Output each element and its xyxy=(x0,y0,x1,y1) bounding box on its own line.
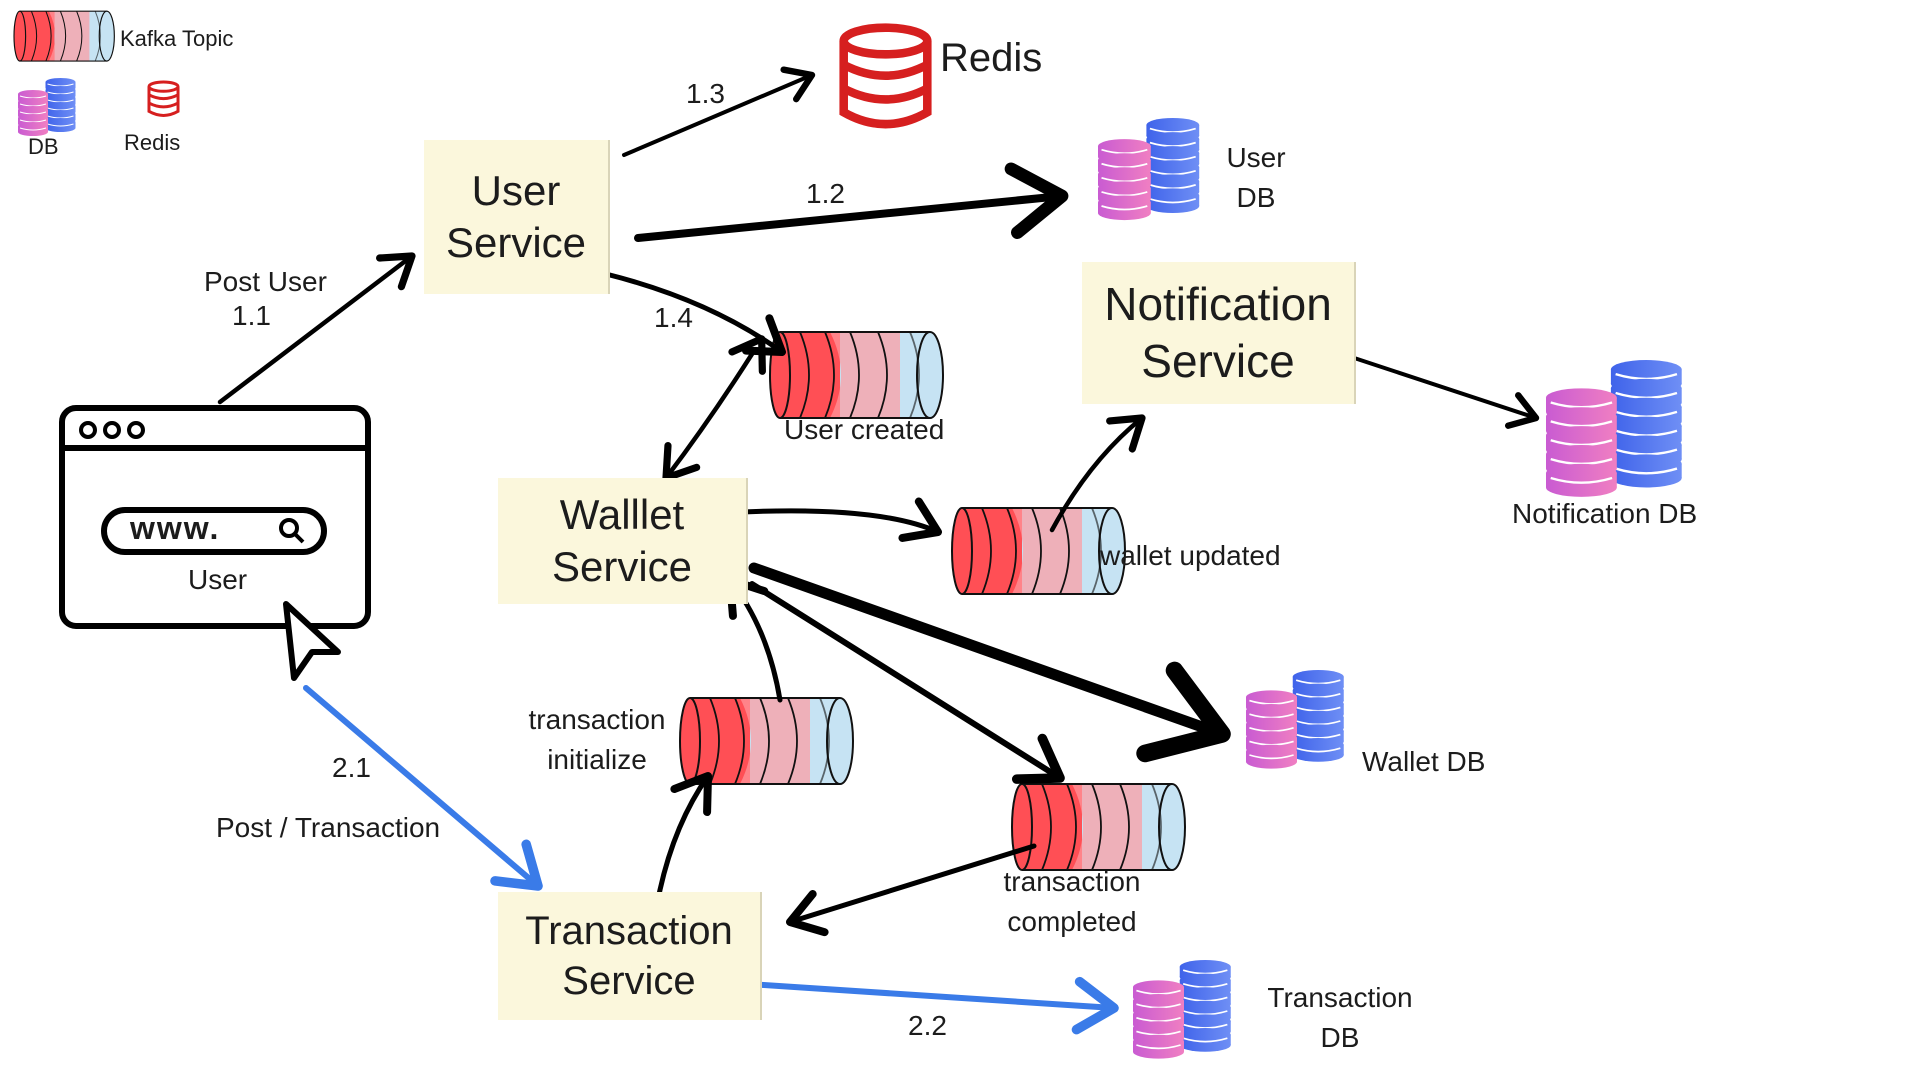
edge-post-transaction-label: Post / Transaction xyxy=(216,812,441,843)
topic-transaction-initialize-line2: initialize xyxy=(547,744,647,775)
edge-1-4-label: 1.4 xyxy=(654,302,693,333)
transaction-service-box: Transaction Service xyxy=(498,892,762,1020)
user-service-label-line2: Service xyxy=(445,219,587,266)
legend-db-icon xyxy=(18,78,76,136)
arrow-transaction-to-initialize xyxy=(653,772,712,913)
legend-redis-label: Redis xyxy=(124,130,181,155)
client-user-label: User xyxy=(188,564,248,595)
notification-db-icon xyxy=(1546,360,1682,497)
user-db-icon xyxy=(1098,118,1199,220)
transaction-service-label-line1: Transaction xyxy=(525,909,733,953)
arrow-1-4 xyxy=(603,271,786,356)
wallet-service-box: Walllet Service xyxy=(498,478,748,604)
arrow-1-1 xyxy=(217,252,416,405)
edge-2-1-label: 2.1 xyxy=(332,752,371,783)
user-service-box: User Service xyxy=(424,140,610,294)
topic-transaction-initialize-label: transaction initialize xyxy=(512,700,682,780)
arrow-2-2 xyxy=(745,976,1119,1035)
redis-icon xyxy=(844,28,928,124)
arrow-wallet-updated-to-notification xyxy=(1049,414,1146,533)
transaction-db-label-line2: DB xyxy=(1320,1022,1360,1053)
topic-transaction-completed-label: transaction completed xyxy=(982,862,1162,942)
kafka-topic-transaction-initialize xyxy=(679,697,854,785)
legend-kafka-label: Kafka Topic xyxy=(120,26,234,51)
notification-service-label-line2: Service xyxy=(1141,335,1295,387)
cursor-icon xyxy=(283,601,341,681)
arrow-2-1 xyxy=(303,685,543,891)
topic-transaction-completed-line2: completed xyxy=(1007,906,1137,937)
topic-wallet-updated-label: wallet updated xyxy=(1100,540,1281,571)
legend-kafka-icon xyxy=(13,10,115,62)
transaction-db-label-line1: Transaction xyxy=(1267,982,1413,1013)
browser-window-icon xyxy=(59,405,371,629)
wallet-db-label: Wallet DB xyxy=(1362,746,1486,777)
kafka-topic-user-created xyxy=(769,331,944,419)
arrow-1-3 xyxy=(622,66,816,157)
redis-label: Redis xyxy=(940,36,1043,80)
topic-user-created-label: User created xyxy=(784,414,945,445)
edge-1-1-label: 1.1 xyxy=(232,300,271,331)
browser-url-text: www. xyxy=(130,510,221,546)
user-db-label-line2: DB xyxy=(1236,182,1276,213)
legend-db-label: DB xyxy=(28,134,59,159)
arrow-wallet-to-wallet-updated xyxy=(739,497,942,542)
transaction-db-label: Transaction DB xyxy=(1250,978,1430,1058)
transaction-db-icon xyxy=(1133,960,1231,1059)
edge-post-user-label: Post User xyxy=(204,266,327,297)
topic-transaction-completed-line1: transaction xyxy=(1003,866,1141,897)
user-db-label-line1: User xyxy=(1226,142,1286,173)
arrow-notification-to-db xyxy=(1328,348,1540,429)
transaction-service-label-line2: Service xyxy=(562,959,696,1003)
edge-1-3-label: 1.3 xyxy=(686,78,725,109)
wallet-service-label-line1: Walllet xyxy=(559,490,685,538)
user-service-label-line1: User xyxy=(471,166,561,214)
arrow-wallet-user-created xyxy=(662,335,766,482)
notification-service-box: Notification Service xyxy=(1082,262,1356,404)
wallet-service-label-line2: Service xyxy=(551,543,693,590)
legend-redis-icon xyxy=(147,80,180,117)
notification-db-label: Notification DB xyxy=(1512,498,1698,529)
arrow-wallet-to-transaction-completed xyxy=(749,581,1065,784)
arrow-wallet-to-wallet-db xyxy=(748,562,1231,763)
user-db-label: User DB xyxy=(1206,138,1306,218)
arrow-transaction-completed-to-transaction xyxy=(786,843,1037,937)
topic-transaction-initialize-line1: transaction xyxy=(528,704,666,735)
edge-2-2-label: 2.2 xyxy=(908,1010,947,1041)
wallet-db-icon xyxy=(1246,670,1344,769)
notification-service-label-line1: Notification xyxy=(1104,277,1332,330)
kafka-topic-transaction-completed xyxy=(1011,783,1186,871)
edge-1-2-label: 1.2 xyxy=(806,178,845,209)
arrow-1-2 xyxy=(634,162,1069,242)
